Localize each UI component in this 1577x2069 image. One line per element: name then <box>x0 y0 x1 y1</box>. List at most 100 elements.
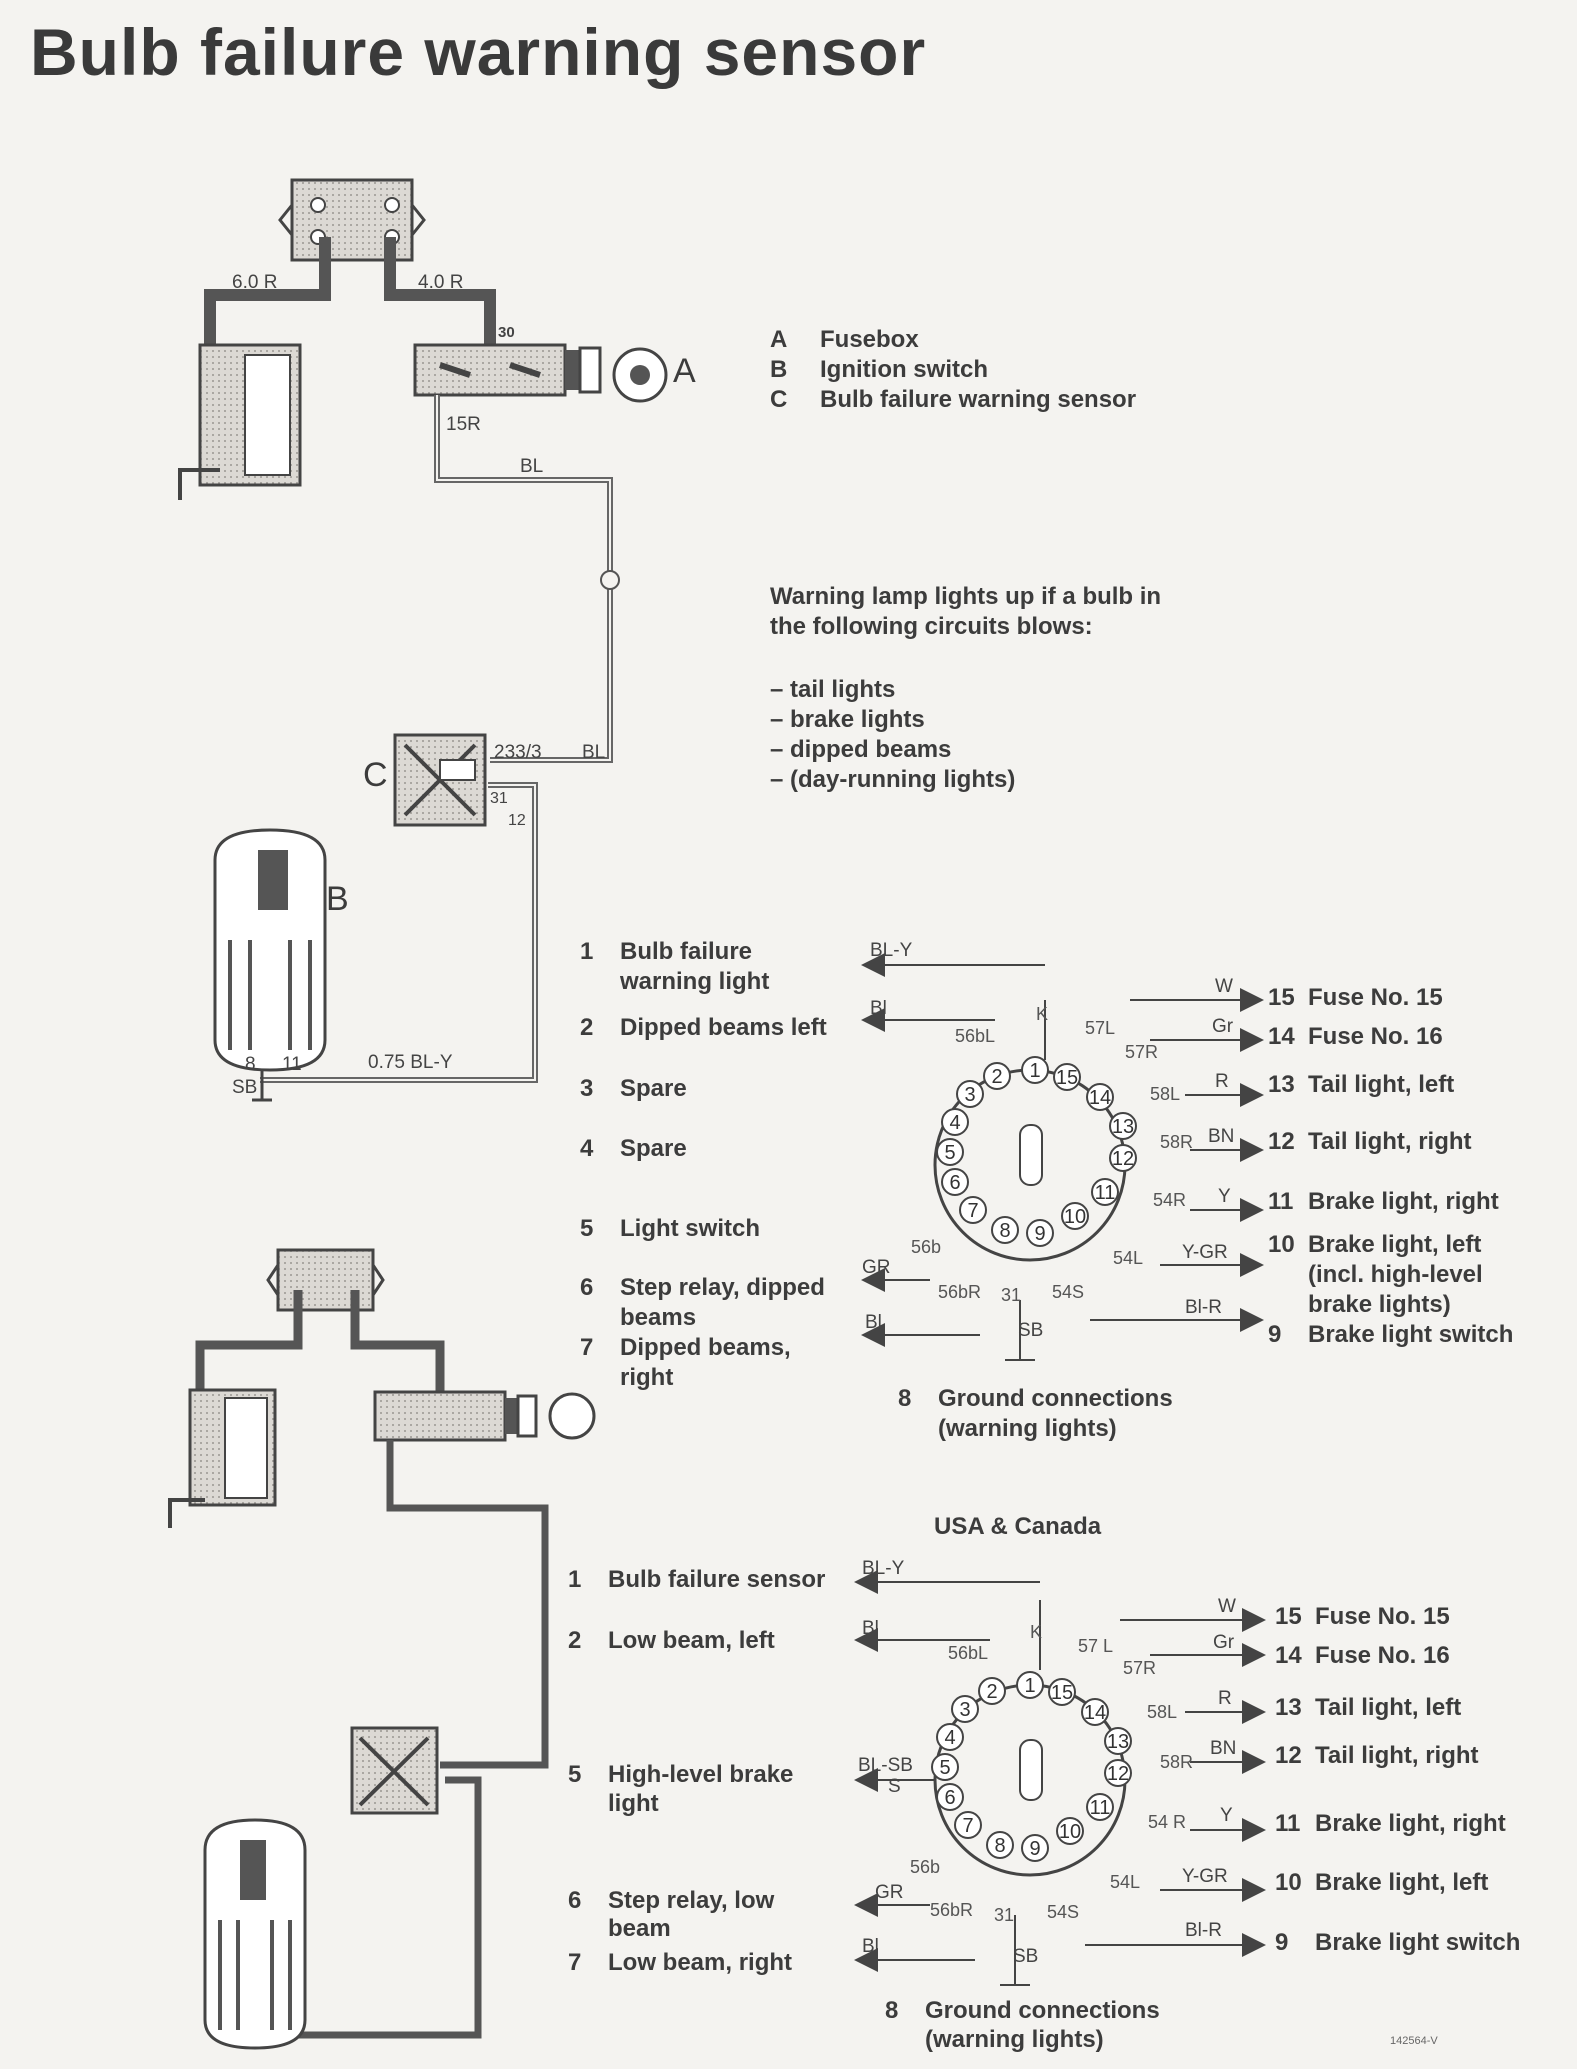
pin-circle <box>991 1216 1019 1244</box>
pin-label: 54S <box>1052 1282 1085 1302</box>
pin-circle <box>936 1723 964 1751</box>
page-title: Bulb failure warning sensor <box>30 15 927 89</box>
wire-label: BL-SB <box>858 1755 913 1776</box>
pin-label: 58R <box>1160 1752 1194 1772</box>
wire-label: Bl <box>870 998 887 1019</box>
warning-line-2: the following circuits blows: <box>770 613 1093 640</box>
pin-circle <box>1026 1219 1054 1247</box>
wire-label: 11 <box>282 1054 302 1075</box>
warning-item: – brake lights <box>770 706 925 733</box>
pin-circle <box>1104 1759 1132 1787</box>
warning-item: – tail lights <box>770 676 896 703</box>
legend-text: Fusebox <box>820 326 919 353</box>
pin-number: 12 <box>1107 1763 1129 1785</box>
pin-label: 54L <box>1110 1872 1141 1892</box>
marker-a: A <box>673 352 696 390</box>
wire-label: BN <box>1210 1738 1237 1759</box>
pin-number: 2 <box>986 1681 997 1703</box>
pin-number: 8 <box>994 1835 1005 1857</box>
pin-number: 4 <box>949 1112 960 1134</box>
pin-circle <box>1021 1056 1049 1084</box>
reference-code: 142564-V <box>1390 2035 1438 2047</box>
pin-label: 57L <box>1085 1018 1116 1038</box>
wire-label: GR <box>875 1882 904 1903</box>
warning-item: – dipped beams <box>770 736 952 763</box>
wire-label: Y-GR <box>1182 1866 1228 1887</box>
wire-label: BN <box>1208 1126 1235 1147</box>
wire-label: 12 <box>508 812 526 829</box>
bulb-sensor-bottom <box>350 1726 439 1815</box>
battery-bottom-icon <box>168 1388 277 1528</box>
pin-circle <box>1104 1727 1132 1755</box>
pin-label: 56bL <box>955 1026 996 1046</box>
conn1-right-item-10c: brake lights) <box>1308 1291 1451 1318</box>
pin-label: 54S <box>1047 1902 1080 1922</box>
pin-circle <box>1061 1202 1089 1230</box>
wire-label: 233/3 <box>494 742 542 763</box>
pin-label: 57 L <box>1078 1636 1114 1656</box>
conn2-left-item-5b: light <box>608 1790 659 1817</box>
pin-label: 56bR <box>938 1282 982 1302</box>
battery-icon <box>178 343 302 500</box>
legend-text: Ignition switch <box>820 356 988 383</box>
pin-number: 3 <box>959 1699 970 1721</box>
pin-circle <box>1086 1793 1114 1821</box>
pin-number: 9 <box>1034 1223 1045 1245</box>
pin-label: 31 <box>1001 1285 1022 1305</box>
wire-label: Bl <box>865 1312 882 1333</box>
ignition-switch-bottom <box>203 1818 307 2050</box>
pin-number: 10 <box>1064 1206 1086 1228</box>
wire-label: W <box>1215 976 1233 997</box>
pin-number: 3 <box>964 1084 975 1106</box>
legend-key: B <box>770 356 788 383</box>
wire-label: 6.0 R <box>232 272 278 293</box>
pin-circle <box>1016 1671 1044 1699</box>
pin-label: 56bR <box>930 1900 974 1920</box>
pin-number: 8 <box>999 1220 1010 1242</box>
pin-circle <box>941 1108 969 1136</box>
wire-label: Bl-R <box>1185 1920 1222 1941</box>
pin-number: 6 <box>944 1787 955 1809</box>
pin-number: 7 <box>967 1200 978 1222</box>
pin-number: 7 <box>962 1815 973 1837</box>
wire-label: Gr <box>1212 1016 1234 1037</box>
pin-circle <box>941 1168 969 1196</box>
wire-label: 31 <box>490 790 508 807</box>
pin-label: K <box>1030 1622 1043 1642</box>
pin-number: 5 <box>944 1142 955 1164</box>
wire-label: W <box>1218 1596 1236 1617</box>
usa-canada-heading: USA & Canada <box>934 1513 1102 1540</box>
pin-label: 56bL <box>948 1643 989 1663</box>
pin-label: 54L <box>1113 1248 1144 1268</box>
pin-circle <box>1053 1063 1081 1091</box>
pin-number: 15 <box>1056 1067 1078 1089</box>
pin-label: 56b <box>910 1857 941 1877</box>
pin-circle <box>951 1695 979 1723</box>
wire-label: BL <box>520 456 544 477</box>
wire-label: 30 <box>498 324 515 341</box>
wire-label: R <box>1218 1688 1232 1709</box>
wire-label: 0.75 BL-Y <box>368 1052 453 1073</box>
wire-label: Bl-R <box>1185 1297 1222 1318</box>
pin-circle <box>1086 1083 1114 1111</box>
pin-circle <box>1091 1178 1119 1206</box>
conn2-left-item-6b: beam <box>608 1915 671 1942</box>
pin-number: 13 <box>1112 1116 1134 1138</box>
